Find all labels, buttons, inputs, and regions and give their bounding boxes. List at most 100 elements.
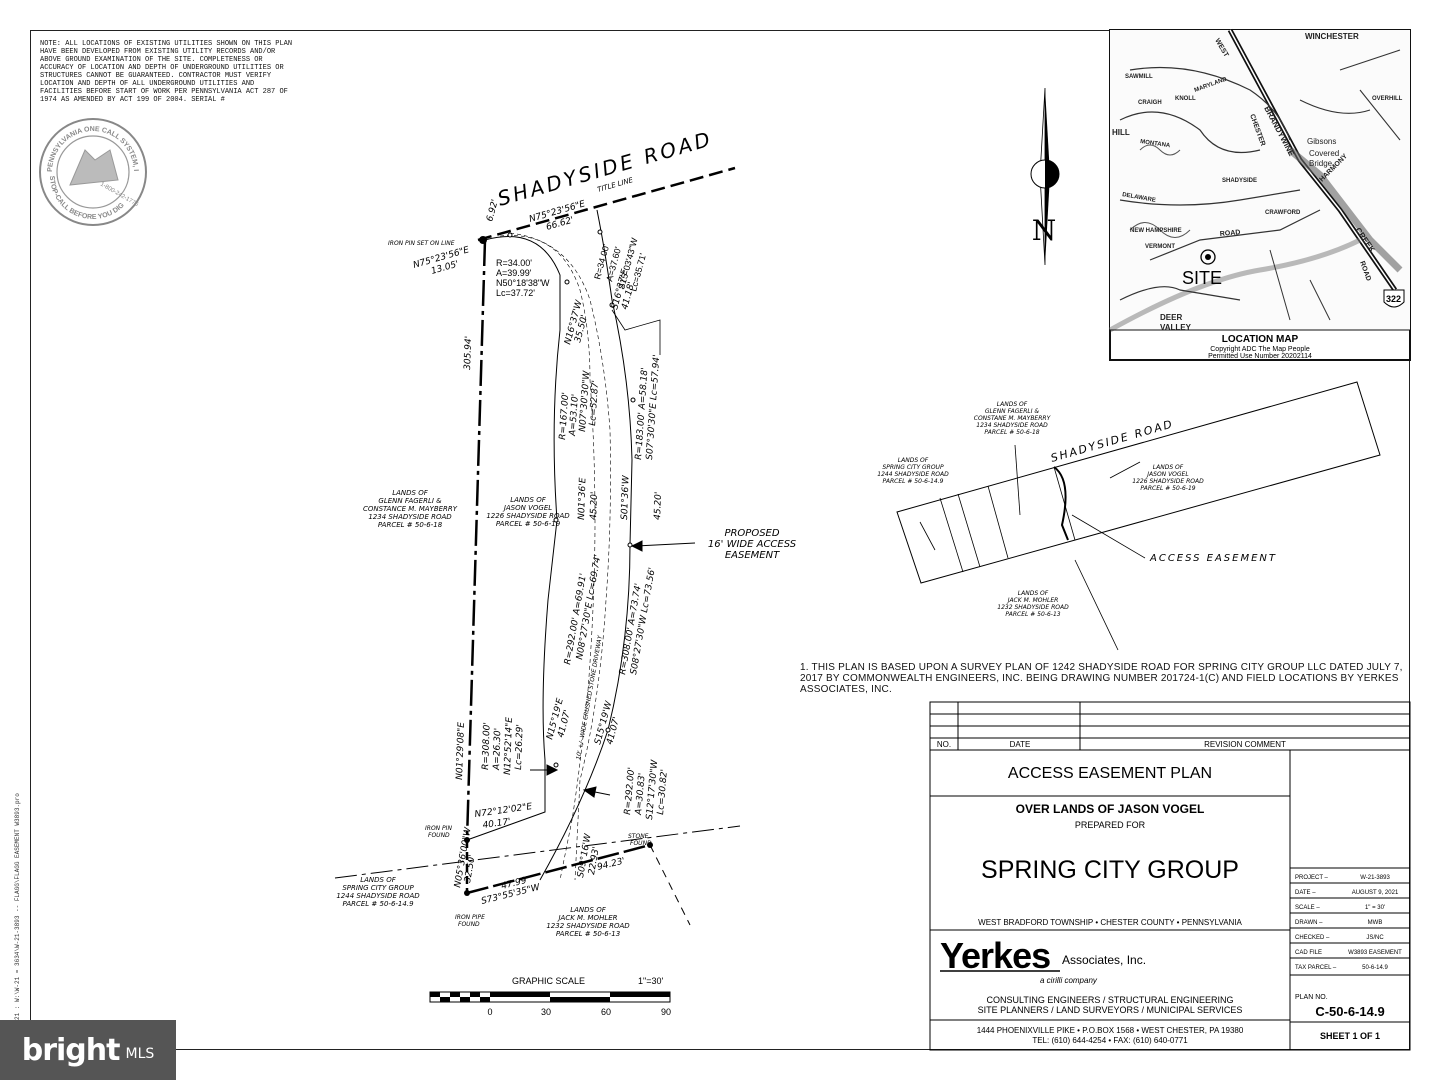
svg-text:VALLEY: VALLEY: [1160, 323, 1192, 332]
svg-text:DEER: DEER: [1160, 313, 1182, 322]
svg-text:PARCEL # 50-6-19: PARCEL # 50-6-19: [1140, 485, 1195, 492]
svg-text:WINCHESTER: WINCHESTER: [1305, 32, 1359, 41]
svg-text:SPRING CITY GROUP: SPRING CITY GROUP: [882, 464, 944, 471]
svg-text:TAX PARCEL –: TAX PARCEL –: [1295, 965, 1337, 971]
svg-text:CRAWFORD: CRAWFORD: [1265, 210, 1301, 216]
svg-text:30: 30: [541, 1007, 551, 1017]
svg-text:N12°52'14"E: N12°52'14"E: [503, 717, 515, 776]
svg-text:FOUND: FOUND: [458, 921, 480, 928]
file-path-label: 21 : W:\W-21 = 3634\W-21-3893 -- FLAGG\F…: [14, 793, 21, 1020]
svg-text:OVER LANDS OF JASON VOGEL: OVER LANDS OF JASON VOGEL: [1016, 802, 1205, 816]
svg-text:1232 SHADYSIDE ROAD: 1232 SHADYSIDE ROAD: [546, 922, 630, 930]
svg-text:IRON PIN SET ON LINE: IRON PIN SET ON LINE: [388, 240, 455, 247]
key-map: [896, 381, 1381, 651]
svg-text:DATE: DATE: [1010, 740, 1031, 749]
svg-text:GLENN FAGERLI &: GLENN FAGERLI &: [985, 408, 1040, 415]
svg-text:6.92': 6.92': [485, 198, 500, 222]
svg-text:Copyright ADC The Map People: Copyright ADC The Map People: [1210, 346, 1310, 353]
svg-text:A=30.83': A=30.83': [634, 773, 648, 817]
svg-text:TEL: (610) 644-4254 • FAX: (: TEL: (610) 644-4254 • FAX: (610) 640-077…: [1032, 1036, 1188, 1045]
graphic-scale-title: GRAPHIC SCALE: [512, 976, 585, 986]
svg-text:SAWMILL: SAWMILL: [1125, 74, 1153, 80]
svg-text:45.20': 45.20': [589, 492, 600, 521]
svg-text:A=39.99': A=39.99': [496, 268, 532, 278]
graphic-scale-ratio: 1"=30': [638, 976, 663, 986]
svg-text:CONSULTING ENGINEERS / STRUCTU: CONSULTING ENGINEERS / STRUCTURAL ENGINE…: [986, 995, 1233, 1005]
svg-text:PARCEL # 50-6-13: PARCEL # 50-6-13: [1005, 611, 1060, 618]
svg-text:JACK M. MOHLER: JACK M. MOHLER: [1007, 597, 1059, 604]
svg-text:LANDS OF: LANDS OF: [360, 876, 396, 884]
svg-text:LANDS OF: LANDS OF: [510, 496, 546, 504]
svg-text:PREPARED FOR: PREPARED FOR: [1075, 820, 1146, 830]
svg-text:OVERHILL: OVERHILL: [1372, 96, 1403, 102]
svg-text:Bridge: Bridge: [1309, 159, 1333, 168]
svg-text:ACCESS EASEMENT: ACCESS EASEMENT: [1149, 553, 1277, 564]
svg-text:IRON PIPE: IRON PIPE: [455, 914, 485, 921]
svg-text:N01°36'E: N01°36'E: [577, 477, 588, 520]
svg-text:W3893 EASEMENT: W3893 EASEMENT: [1348, 950, 1402, 956]
svg-text:R=34.00': R=34.00': [496, 258, 532, 268]
svg-text:N50°18'38"W: N50°18'38"W: [496, 278, 550, 288]
svg-text:1232 SHADYSIDE ROAD: 1232 SHADYSIDE ROAD: [997, 604, 1069, 611]
svg-text:PARCEL # 50-6-18: PARCEL # 50-6-18: [984, 429, 1039, 436]
plan-linework: [334, 166, 741, 926]
drawing-sheet-border: [30, 30, 1410, 1050]
title-block-text: NO. DATE REVISION COMMENT ACCESS EASEMEN…: [937, 740, 1402, 1045]
svg-text:90: 90: [661, 1007, 671, 1017]
svg-text:SHADYSIDE ROAD: SHADYSIDE ROAD: [1049, 417, 1175, 465]
svg-text:LANDS OF: LANDS OF: [1018, 590, 1049, 597]
svg-text:LANDS OF: LANDS OF: [570, 906, 606, 914]
svg-text:SHEET 1 OF 1: SHEET 1 OF 1: [1320, 1031, 1380, 1041]
svg-text:60: 60: [601, 1007, 611, 1017]
road-name-label: SHADYSIDE ROAD: [495, 126, 716, 210]
utility-note: NOTE: ALL LOCATIONS OF EXISTING UTILITIE…: [40, 40, 293, 104]
sheet-title: ACCESS EASEMENT PLAN: [1008, 765, 1212, 782]
plan-number: C-50-6-14.9: [1315, 1004, 1384, 1019]
svg-text:CONSTANCE M. MAYBERRY: CONSTANCE M. MAYBERRY: [363, 505, 458, 513]
svg-text:Lc=30.82': Lc=30.82': [656, 769, 670, 815]
svg-text:1" = 30': 1" = 30': [1365, 905, 1385, 911]
svg-text:CAD FILE: CAD FILE: [1295, 950, 1322, 956]
svg-text:LANDS OF: LANDS OF: [997, 401, 1028, 408]
svg-text:R=167.00': R=167.00': [558, 392, 571, 440]
svg-text:1234 SHADYSIDE ROAD: 1234 SHADYSIDE ROAD: [976, 422, 1048, 429]
svg-text:IRON PIN: IRON PIN: [425, 825, 452, 832]
route-shield: 322: [1386, 294, 1401, 304]
svg-text:1226 SHADYSIDE ROAD: 1226 SHADYSIDE ROAD: [486, 512, 570, 520]
graphic-scale: GRAPHIC SCALE 1"=30' 0 30 60 90: [429, 976, 671, 1017]
svg-text:PARCEL # 50-6-14.9: PARCEL # 50-6-14.9: [342, 900, 414, 908]
svg-text:22.93': 22.93': [587, 846, 602, 876]
svg-text:FOUND: FOUND: [428, 832, 450, 839]
svg-text:DRAWN –: DRAWN –: [1295, 920, 1323, 926]
svg-text:1244 SHADYSIDE ROAD: 1244 SHADYSIDE ROAD: [336, 892, 420, 900]
svg-text:CHECKED –: CHECKED –: [1295, 935, 1330, 941]
svg-text:a cirilli company: a cirilli company: [1040, 976, 1098, 985]
svg-text:ROAD: ROAD: [1220, 229, 1241, 238]
client-name: SPRING CITY GROUP: [981, 856, 1239, 884]
svg-text:W-21-3893: W-21-3893: [1360, 875, 1390, 881]
svg-text:A=26.30': A=26.30': [492, 728, 503, 771]
site-label: SITE: [1182, 268, 1222, 288]
svg-text:PROPOSED: PROPOSED: [724, 528, 779, 539]
svg-text:0: 0: [487, 1007, 492, 1017]
svg-text:40.17': 40.17': [482, 817, 511, 831]
svg-text:LANDS OF: LANDS OF: [392, 489, 428, 497]
svg-text:HILL: HILL: [1112, 128, 1130, 137]
svg-text:PROJECT –: PROJECT –: [1295, 875, 1329, 881]
svg-text:PARCEL # 50-6-14.9: PARCEL # 50-6-14.9: [883, 478, 944, 485]
svg-text:JASON VOGEL: JASON VOGEL: [1146, 471, 1188, 478]
watermark-brand: bright: [21, 1032, 121, 1068]
svg-text:WEST BRADFORD TOWNSHIP • CHE: WEST BRADFORD TOWNSHIP • CHESTER COUNTY …: [978, 918, 1242, 927]
svg-text:R=292.00': R=292.00': [623, 767, 637, 815]
svg-text:50-6-14.9: 50-6-14.9: [1362, 965, 1388, 971]
svg-text:1226 SHADYSIDE ROAD: 1226 SHADYSIDE ROAD: [1132, 478, 1204, 485]
svg-text:JASON VOGEL: JASON VOGEL: [502, 504, 552, 512]
north-arrow-icon: N: [1030, 87, 1060, 266]
brightmls-watermark: bright MLS: [0, 1020, 176, 1080]
svg-text:REVISION COMMENT: REVISION COMMENT: [1204, 740, 1286, 749]
svg-text:16' WIDE ACCESS: 16' WIDE ACCESS: [708, 539, 797, 550]
svg-text:PLAN NO.: PLAN NO.: [1295, 994, 1328, 1001]
svg-text:EASEMENT: EASEMENT: [725, 550, 780, 561]
svg-text:CONSTANE M. MAYBERRY: CONSTANE M. MAYBERRY: [974, 415, 1052, 422]
